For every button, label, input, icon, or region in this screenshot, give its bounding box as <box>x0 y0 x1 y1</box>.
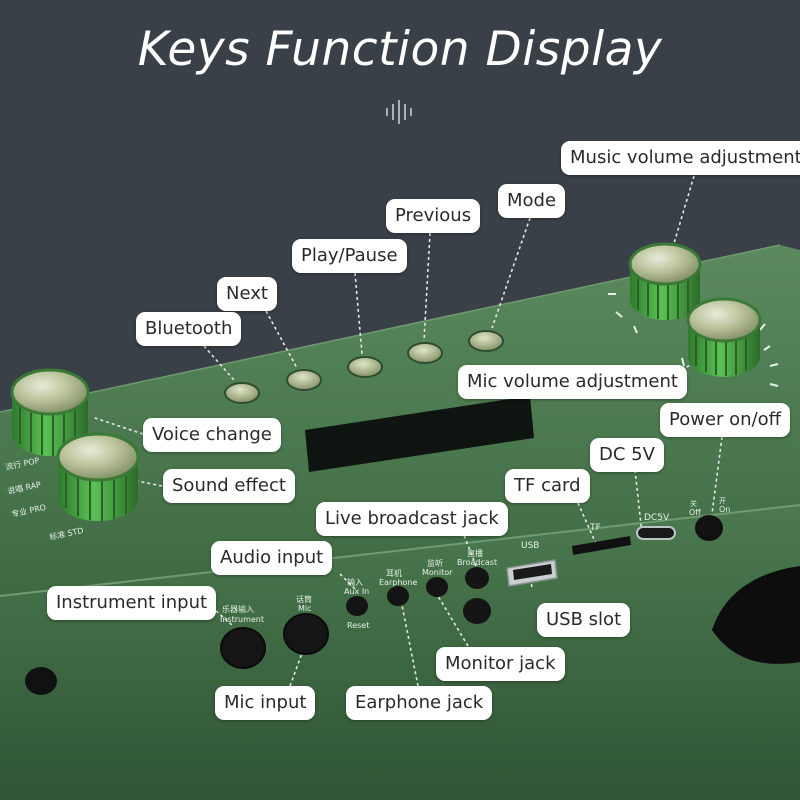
print-off: Off <box>689 508 701 517</box>
mic-volume-knob <box>686 297 762 377</box>
label-dc5v: DC 5V <box>590 438 664 472</box>
print-tf: TF <box>589 523 601 533</box>
sound-effect-knob <box>56 432 140 521</box>
print-instrument: Instrument <box>220 615 264 624</box>
print-usb: USB <box>521 541 539 551</box>
label-mic-volume: Mic volume adjustment <box>458 365 687 399</box>
label-voice-change: Voice change <box>143 418 281 452</box>
print-auxin: Aux In <box>344 587 369 596</box>
print-mic-cn: 话筒 <box>296 594 312 604</box>
label-tf-card: TF card <box>505 469 590 503</box>
print-on-cn: 开 <box>719 497 726 505</box>
print-dc5v: DC5V <box>644 513 670 523</box>
front-ports <box>25 515 800 695</box>
print-instrument-cn: 乐器输入 <box>222 604 254 614</box>
label-mic-input: Mic input <box>215 686 316 720</box>
print-monitor-cn: 监听 <box>427 558 443 568</box>
label-next: Next <box>217 277 277 311</box>
label-music-volume: Music volume adjustment <box>561 141 800 175</box>
print-on: On <box>719 505 730 514</box>
music-volume-knob <box>628 242 702 320</box>
print-off-cn: 关 <box>690 499 697 508</box>
label-live-broadcast: Live broadcast jack <box>316 502 508 536</box>
print-earphone-cn: 耳机 <box>386 568 402 578</box>
print-monitor: Monitor <box>422 568 453 577</box>
label-previous: Previous <box>386 199 481 233</box>
panel-printing: USB TF DC5V 关 Off 开 On 乐器输入 Instrument 话… <box>4 455 730 630</box>
print-earphone: Earphone <box>379 578 417 587</box>
label-monitor-jack: Monitor jack <box>436 647 565 681</box>
device-front-face <box>0 505 800 800</box>
page-title: Keys Function Display <box>137 22 663 77</box>
display-screen <box>305 396 534 472</box>
print-broadcast-cn: 直播 <box>467 548 483 558</box>
label-power: Power on/off <box>660 403 791 437</box>
label-instrument-input: Instrument input <box>47 586 217 620</box>
label-usb-slot: USB slot <box>537 603 631 637</box>
label-mode: Mode <box>498 184 566 218</box>
label-play-pause: Play/Pause <box>292 239 407 273</box>
top-buttons <box>224 330 504 404</box>
label-bluetooth: Bluetooth <box>136 312 242 346</box>
print-mic: Mic <box>298 604 312 613</box>
label-earphone-jack: Earphone jack <box>346 686 493 720</box>
print-broadcast: Broadcast <box>457 558 497 567</box>
print-reset: Reset <box>347 621 369 630</box>
print-auxin-cn: 输入 <box>347 577 363 587</box>
label-sound-effect: Sound effect <box>163 469 295 503</box>
knob-ticks <box>608 293 779 387</box>
label-audio-input: Audio input <box>211 541 333 575</box>
sound-wave-icon <box>386 100 412 124</box>
